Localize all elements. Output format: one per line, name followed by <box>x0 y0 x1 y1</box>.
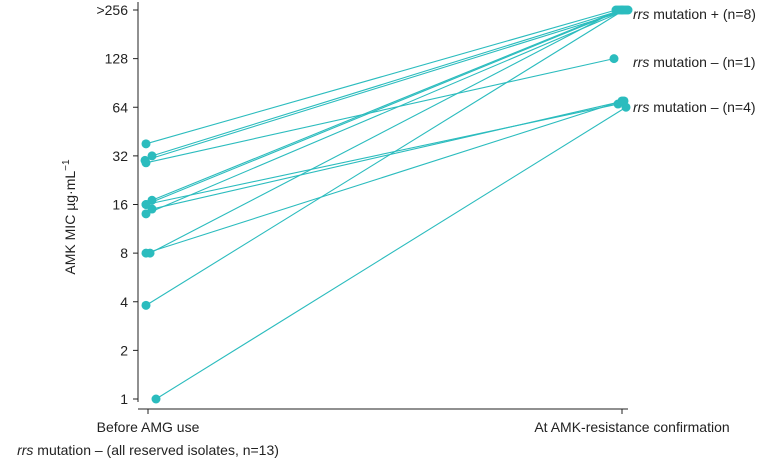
x-category-sublabel: rrs mutation – (all reserved isolates, n… <box>17 442 279 458</box>
pair-line <box>145 58 615 164</box>
point-before <box>141 248 151 258</box>
pair-line <box>155 106 627 400</box>
pair-line <box>145 9 617 145</box>
y-axis-title: AMK MIC µg·mL−1 <box>61 159 78 275</box>
y-tick-label: 16 <box>112 197 128 213</box>
y-tick-label: >256 <box>96 2 128 18</box>
y-tick-label: 8 <box>120 245 128 261</box>
point-before <box>151 394 161 404</box>
point-before <box>141 209 151 219</box>
pair-line <box>151 9 623 157</box>
pair-line <box>145 9 625 306</box>
pair-line <box>145 103 619 206</box>
y-tick-label: 1 <box>120 391 128 407</box>
group-annotation: rrs mutation + (n=8) <box>633 6 756 22</box>
point-before <box>141 158 151 168</box>
point-after <box>621 102 631 112</box>
point-before <box>147 151 157 161</box>
y-tick-label: 32 <box>112 148 128 164</box>
pair-line <box>144 9 629 161</box>
y-tick-label: 128 <box>105 51 129 67</box>
pair-line <box>145 100 623 254</box>
group-annotation: rrs mutation – (n=4) <box>633 99 756 115</box>
pair-line <box>151 100 625 210</box>
x-category-label-before: Before AMG use <box>97 419 200 435</box>
pair-line <box>145 9 623 206</box>
y-tick-label: 2 <box>120 342 128 358</box>
x-category-label-after: At AMK-resistance confirmation <box>534 419 729 435</box>
pair-line <box>145 9 627 215</box>
point-before <box>141 139 151 149</box>
y-tick-label: 64 <box>112 99 128 115</box>
point-before <box>141 300 151 310</box>
point-after <box>609 54 619 64</box>
group-annotation: rrs mutation – (n=1) <box>633 54 756 70</box>
pair-line <box>151 9 621 201</box>
pair-line <box>149 9 619 254</box>
y-tick-label: 4 <box>120 294 128 310</box>
point-after <box>613 5 623 15</box>
point-before <box>141 200 151 209</box>
